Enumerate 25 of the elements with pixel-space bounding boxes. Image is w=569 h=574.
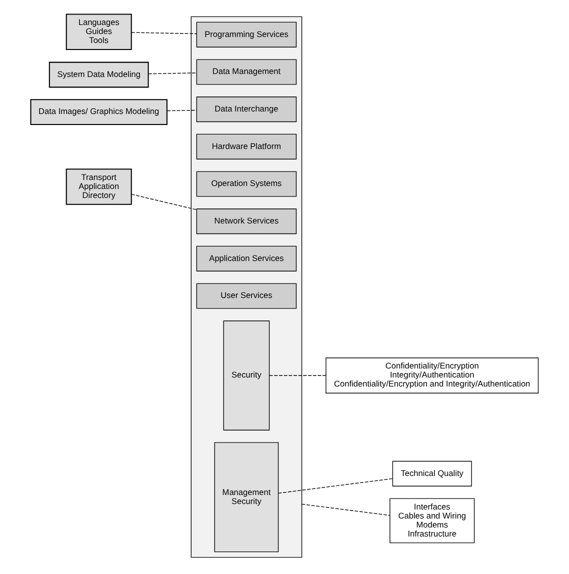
node-box: Operation Systems <box>196 171 297 197</box>
connector <box>148 72 198 74</box>
node-box: Security <box>223 320 270 430</box>
node-box: Confidentiality/Encryption Integrity/Authentication Confidentiality/Encryption and Integrity/Authentication <box>326 358 539 394</box>
connector <box>301 504 390 516</box>
connector <box>278 478 393 494</box>
node-box: Application Services <box>196 246 297 272</box>
connector <box>166 110 197 112</box>
node-box: Data Interchange <box>196 96 297 122</box>
node-box: Data Management <box>196 59 297 85</box>
connector <box>131 194 198 210</box>
node-box: Network Services <box>196 208 297 234</box>
cluster <box>190 16 302 558</box>
node-box: Interfaces Cables and Wiring Modems Infrastructure <box>390 498 475 544</box>
node-box: User Services <box>196 283 297 309</box>
node-box: Transport Application Directory <box>66 168 132 205</box>
node-box: Languages Guides Tools <box>66 14 132 50</box>
connector <box>269 375 326 376</box>
node-box: Technical Quality <box>392 460 472 486</box>
node-box: Data Images/ Graphics Modeling <box>30 99 168 126</box>
node-box: Management Security <box>214 442 279 552</box>
connector <box>131 32 198 34</box>
node-box: System Data Modeling <box>48 62 149 88</box>
node-box: Hardware Platform <box>196 134 297 160</box>
node-box: Programming Services <box>196 22 297 48</box>
